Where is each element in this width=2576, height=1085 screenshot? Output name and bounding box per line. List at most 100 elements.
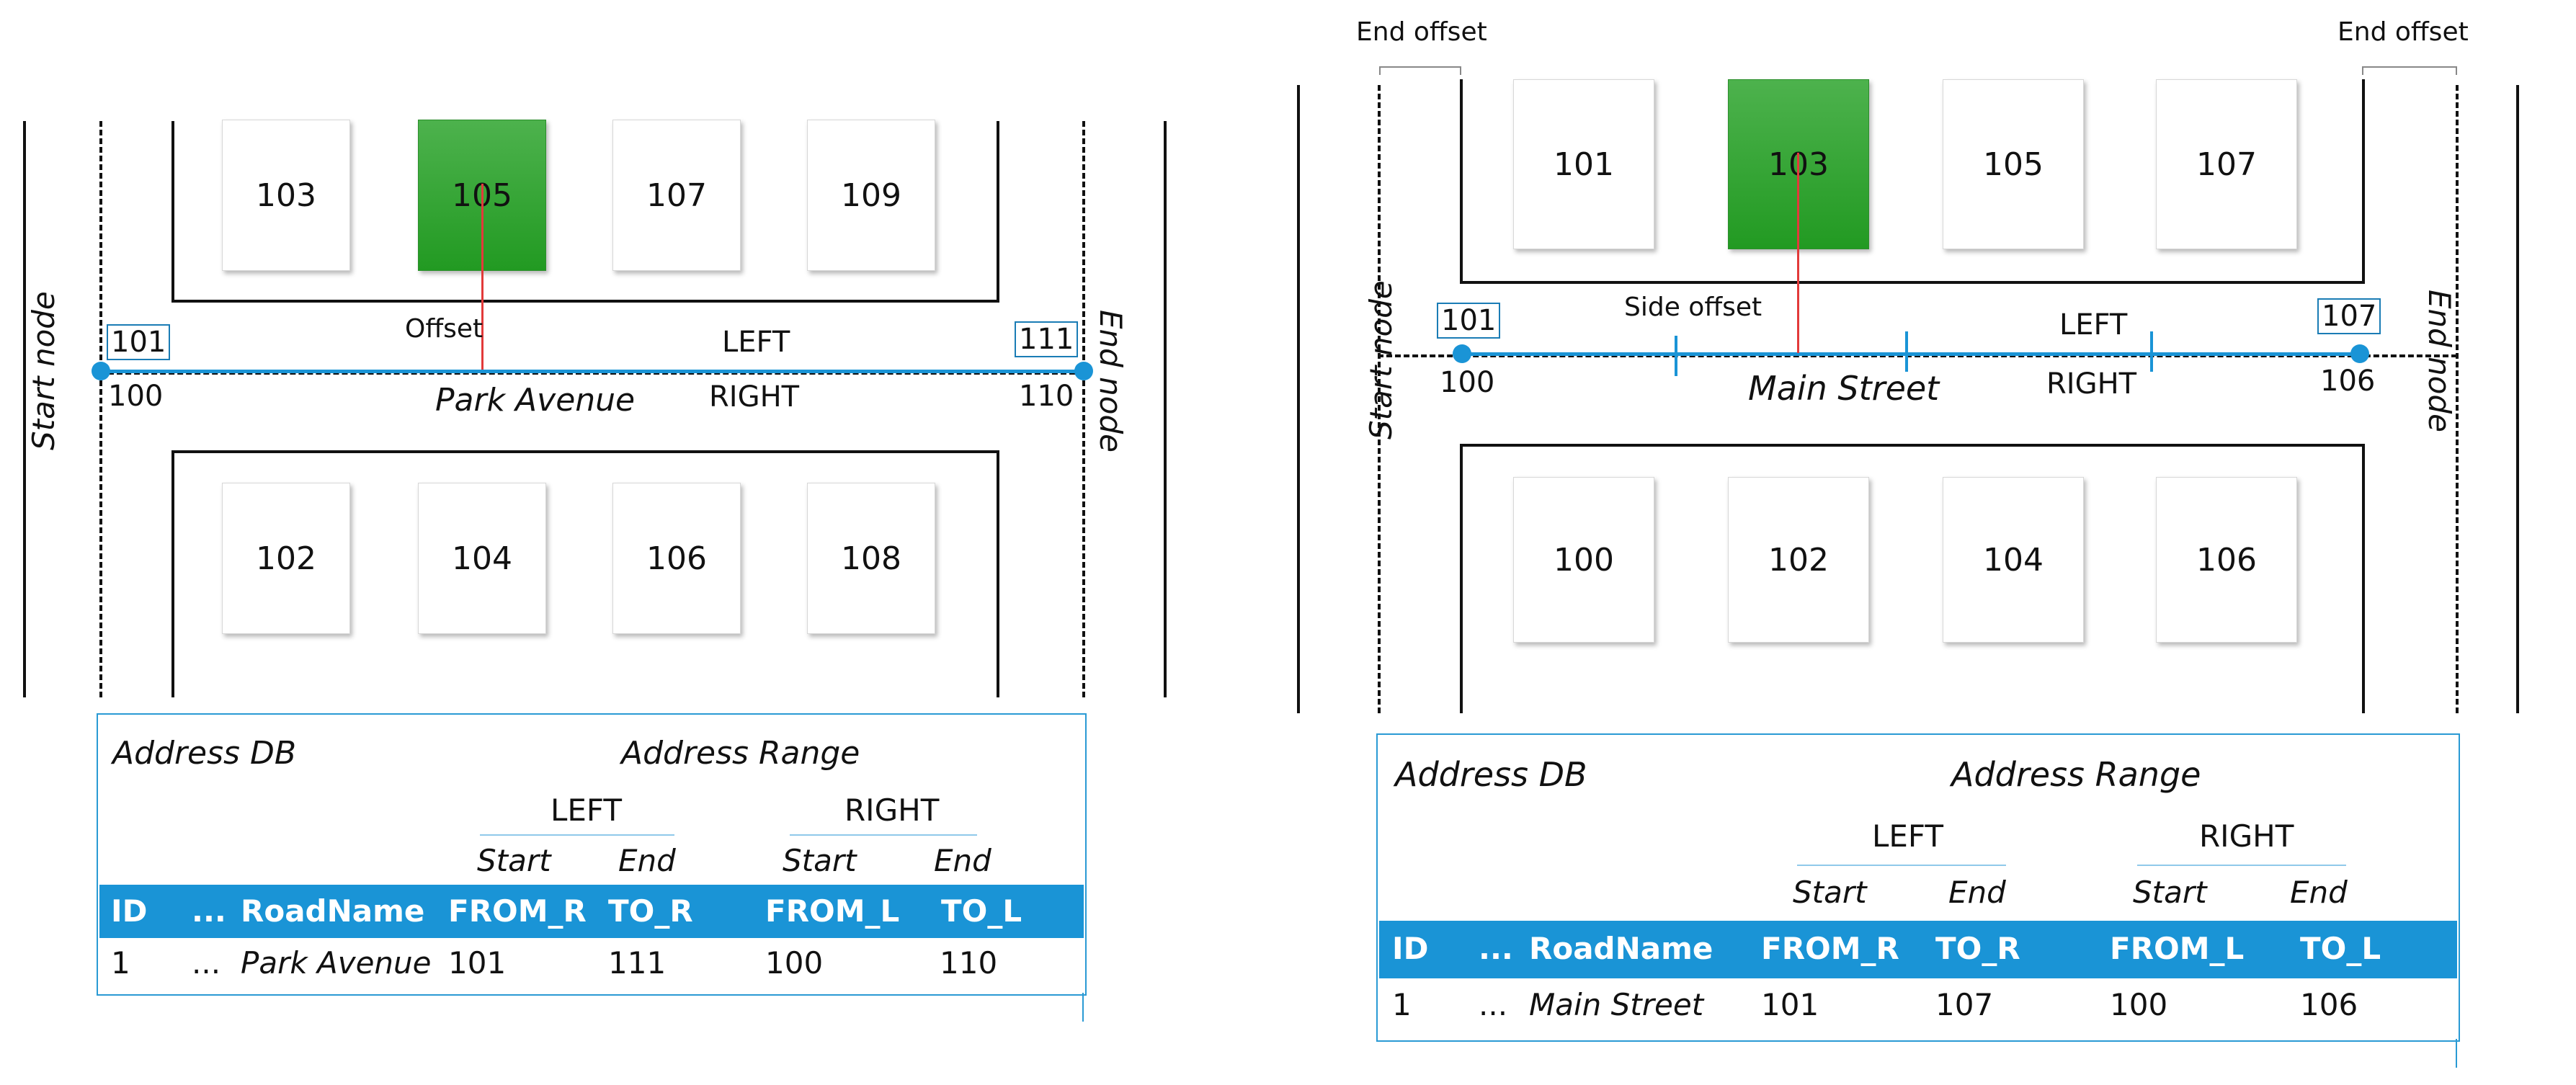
left-outer-boundary: [23, 121, 26, 697]
sub-end-2: End: [934, 843, 991, 878]
offset-line: [481, 184, 483, 370]
col-roadname: RoadName: [1529, 931, 1713, 966]
end-offset-left-brace: [1379, 66, 1461, 75]
col-roadname: RoadName: [241, 893, 425, 929]
end-left-number-box: 111: [1015, 321, 1079, 357]
sub-start-2: Start: [2133, 875, 2207, 910]
house-number: 103: [256, 177, 316, 214]
right-side-label: RIGHT: [709, 380, 800, 414]
house-number: 109: [841, 177, 901, 214]
side-offset-label: Side offset: [1624, 293, 1762, 322]
street-name: Main Street: [1748, 369, 1940, 408]
start-node-label: Start node: [26, 291, 61, 450]
range-title: Address Range: [621, 735, 860, 772]
end-node-point: [1074, 362, 1093, 380]
side-offset-tick-3: [2150, 331, 2153, 372]
col-to-r: TO_R: [608, 893, 693, 929]
side-offset-tick-2: [1905, 331, 1908, 372]
street-segment-line: [99, 370, 1084, 373]
col-ellipsis: ...: [192, 893, 226, 929]
group-right-underline: [790, 834, 977, 836]
house-108: 108: [807, 483, 935, 634]
house-number: 106: [2196, 541, 2257, 579]
row-ellipsis: ...: [1479, 987, 1508, 1022]
house-number: 107: [2196, 146, 2257, 183]
row-from-r: 101: [448, 945, 507, 981]
left-address-table: Address DB Address Range LEFT RIGHT Star…: [97, 713, 1087, 996]
house-number: 104: [1983, 541, 2044, 579]
left-side-label: LEFT: [2059, 308, 2128, 341]
range-title: Address Range: [1951, 755, 2201, 794]
start-right-number: 100: [108, 380, 164, 413]
row-to-r: 111: [608, 945, 667, 981]
group-left-header: LEFT: [1872, 818, 1944, 854]
start-node-label: Start node: [1363, 280, 1399, 439]
right-address-table: Address DB Address Range LEFT RIGHT Star…: [1376, 733, 2460, 1042]
house-100: 100: [1513, 477, 1654, 643]
row-ellipsis: ...: [192, 945, 221, 981]
house-102: 102: [1728, 477, 1869, 643]
street-segment-line: [1463, 352, 2361, 356]
sub-start-1: Start: [477, 843, 551, 878]
street-centerline-dashed: [1378, 354, 2457, 357]
house-number: 107: [646, 177, 707, 214]
offset-label: Offset: [405, 314, 483, 344]
house-number: 102: [1768, 541, 1829, 579]
start-left-number-box: 101: [107, 324, 171, 360]
house-number: 100: [1554, 541, 1614, 579]
row-to-r: 107: [1935, 987, 1994, 1022]
house-106: 106: [2156, 477, 2297, 643]
end-right-number: 110: [1019, 380, 1074, 413]
house-107: 107: [2156, 79, 2297, 249]
start-node-point: [1453, 344, 1471, 363]
group-right-header: RIGHT: [844, 792, 940, 828]
row-to-l: 106: [2300, 987, 2358, 1022]
top-block-left-edge: [1460, 79, 1463, 282]
bottom-block-right-edge: [2362, 444, 2365, 713]
top-block-right-edge: [997, 121, 999, 303]
group-left-underline: [480, 834, 674, 836]
street-centerline-dashed: [99, 372, 1084, 375]
end-offset-left-label: End offset: [1356, 17, 1487, 47]
street-name: Park Avenue: [435, 382, 636, 419]
row-from-l: 100: [2110, 987, 2168, 1022]
row-from-r: 101: [1761, 987, 1819, 1022]
col-to-l: TO_L: [941, 893, 1022, 929]
house-103: 103: [222, 120, 350, 271]
sub-end-1: End: [1948, 875, 2006, 910]
top-block-bottom-edge: [1460, 281, 2365, 284]
col-to-l: TO_L: [2300, 931, 2381, 966]
end-node-label: End node: [2422, 290, 2457, 432]
bottom-block-right-edge: [997, 450, 999, 697]
group-right-underline: [2137, 865, 2346, 866]
house-number: 108: [841, 540, 901, 577]
col-id: ID: [111, 893, 148, 929]
col-ellipsis: ...: [1479, 931, 1513, 966]
table-header-row: ID ... RoadName FROM_R TO_R FROM_L TO_L: [99, 885, 1084, 938]
top-block-bottom-edge: [171, 300, 999, 303]
group-left-header: LEFT: [551, 792, 623, 828]
right-outer-boundary: [1164, 121, 1167, 697]
row-to-l: 110: [940, 945, 998, 981]
end-node-point: [2350, 344, 2369, 363]
col-from-l: FROM_L: [765, 893, 900, 929]
end-left-number-box: 107: [2317, 298, 2381, 334]
sub-start-2: Start: [783, 843, 857, 878]
end-right-number: 106: [2320, 365, 2376, 398]
sub-end-2: End: [2290, 875, 2348, 910]
end-offset-right-label: End offset: [2337, 17, 2469, 47]
offset-line: [1797, 153, 1799, 353]
row-id: 1: [1392, 987, 1412, 1022]
start-right-number: 100: [1440, 366, 1495, 399]
bottom-block-top-edge: [1460, 444, 2365, 447]
side-offset-tick-1: [1675, 336, 1677, 376]
sub-start-1: Start: [1793, 875, 1867, 910]
start-left-number-box: 101: [1437, 303, 1501, 339]
house-number: 106: [646, 540, 707, 577]
house-101: 101: [1513, 79, 1654, 249]
house-104: 104: [1943, 477, 2084, 643]
bottom-block-left-edge: [1460, 444, 1463, 713]
table-edge-extension: [2456, 1039, 2457, 1068]
end-node-dashed-line: [2456, 85, 2459, 713]
group-right-header: RIGHT: [2199, 818, 2294, 854]
